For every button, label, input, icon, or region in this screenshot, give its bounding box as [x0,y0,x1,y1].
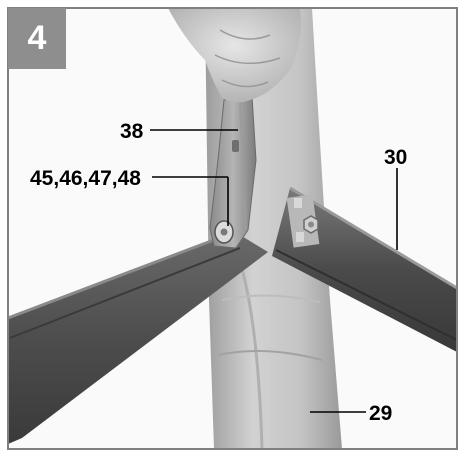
hand-finger-crease-3 [221,79,269,88]
hand [168,8,301,103]
post-shadow-curve [217,350,323,361]
hand-finger-crease-2 [214,54,281,65]
bracket-fold [239,99,247,231]
plate-tab-lower [296,232,304,242]
step-number-badge: 4 [8,8,66,69]
callout-label-29: 29 [369,402,393,425]
callout-label-45-46-47-48: 45,46,47,48 [30,167,141,190]
left-beam-edge [7,230,236,320]
hand-finger-crease-1 [219,29,271,40]
left-beam-flange [9,247,241,339]
plate-tab-upper [294,198,302,208]
callout-label-38: 38 [120,120,144,143]
left-beam [8,232,268,444]
right-beam-flange [275,249,458,341]
nut-bolt-end [308,221,314,228]
figure-frame [7,7,458,450]
bracket-hole-upper [232,140,239,152]
right-beam-top-edge [289,186,458,290]
callout-label-30: 30 [384,146,408,169]
bracket-bolt-center [220,228,228,236]
post-rib [221,294,321,303]
